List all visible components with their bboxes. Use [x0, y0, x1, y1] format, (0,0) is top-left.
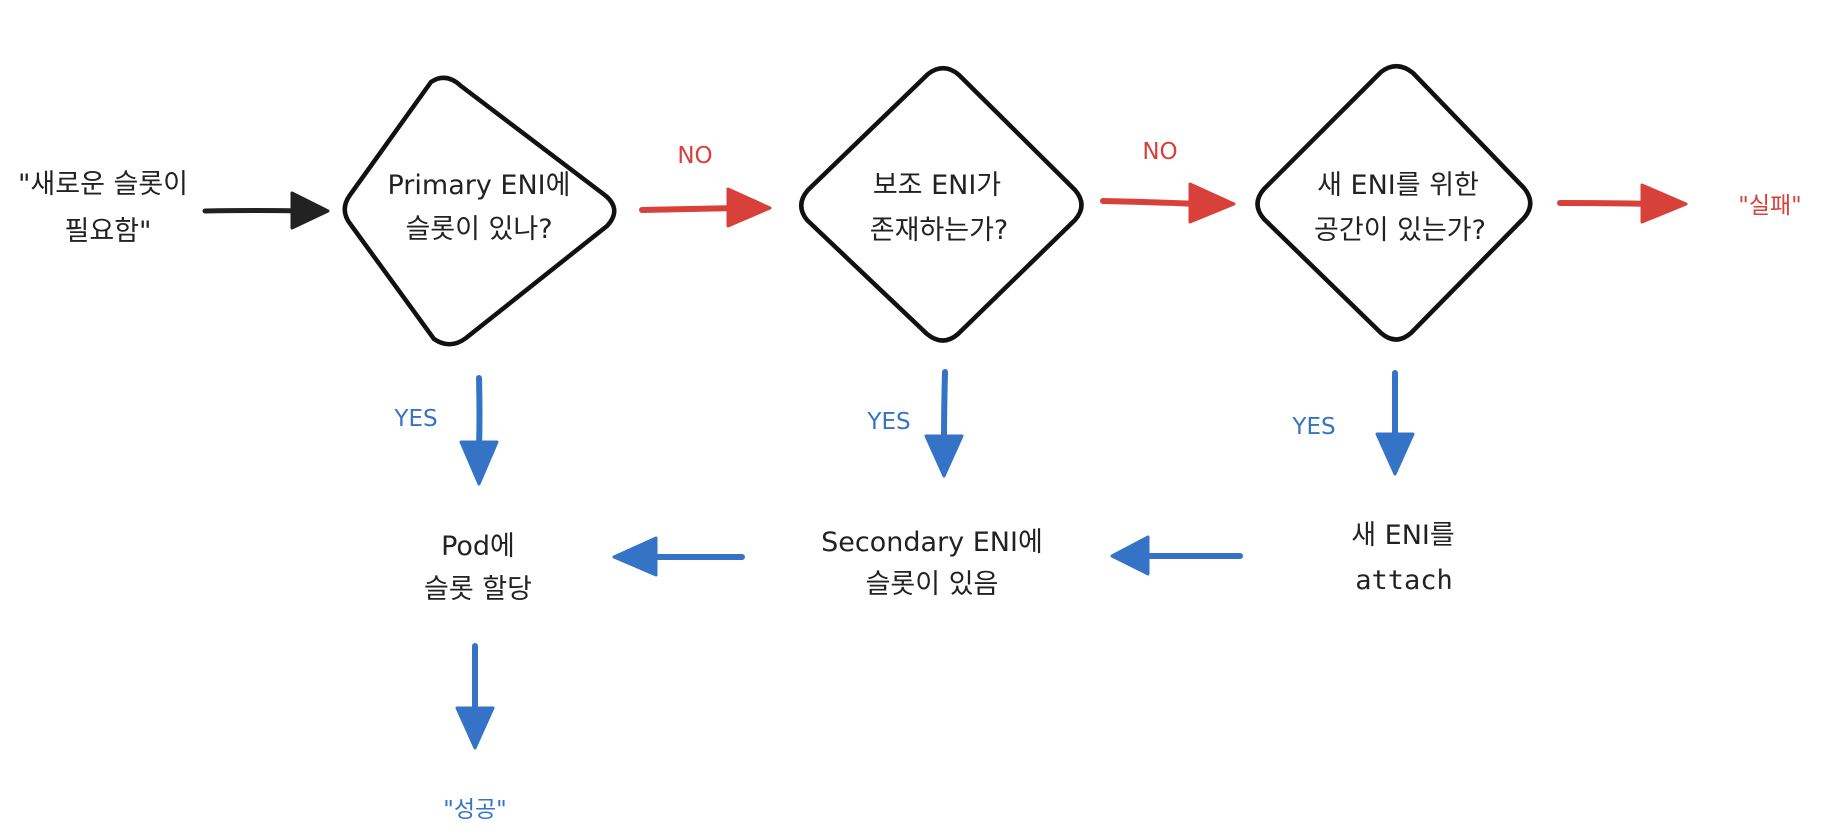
decision-diamond-secondary-exists	[799, 66, 1084, 343]
yes-label-3: YES	[1291, 414, 1335, 440]
assign-label-line1: Pod에	[441, 531, 515, 562]
start-label-line1: "새로운 슬롯이	[18, 169, 188, 200]
no-arrow-3	[1557, 183, 1688, 224]
decision-3-line2: 공간이 있는가?	[1314, 215, 1486, 246]
no-label-2: NO	[1142, 139, 1177, 165]
yes-label-2: YES	[866, 409, 910, 435]
no-arrow-1	[639, 187, 772, 228]
decision-2-line1: 보조 ENI가	[873, 170, 1001, 201]
yes-arrow-1	[459, 375, 499, 486]
failure-label: "실패"	[1738, 193, 1801, 219]
decision-1-line2: 슬롯이 있나?	[405, 214, 552, 245]
start-arrow	[202, 191, 330, 230]
start-label-line2: 필요함"	[65, 216, 152, 247]
decision-1-line1: Primary ENI에	[388, 170, 571, 201]
attach-label-line2: attach	[1355, 565, 1453, 596]
yes-arrow-2	[924, 369, 964, 478]
assign-label-line2: 슬롯 할당	[424, 574, 532, 605]
secondary-label-line1: Secondary ENI에	[821, 527, 1043, 558]
success-label: "성공"	[443, 797, 506, 823]
decision-diamond-new-eni-space	[1255, 64, 1533, 342]
arrow-secondary-to-assign	[612, 536, 745, 577]
attach-label-line1: 새 ENI를	[1351, 520, 1454, 551]
yes-label-1: YES	[393, 406, 437, 432]
yes-arrow-3	[1375, 370, 1415, 476]
arrow-attach-to-secondary	[1110, 535, 1243, 576]
secondary-label-line2: 슬롯이 있음	[866, 569, 999, 600]
no-arrow-2	[1100, 182, 1236, 224]
decision-diamond-primary-eni	[342, 75, 617, 347]
decision-2-line2: 존재하는가?	[870, 215, 1009, 246]
decision-3-line1: 새 ENI를 위한	[1317, 170, 1479, 201]
no-label-1: NO	[677, 143, 712, 169]
arrow-assign-to-success	[455, 643, 495, 750]
